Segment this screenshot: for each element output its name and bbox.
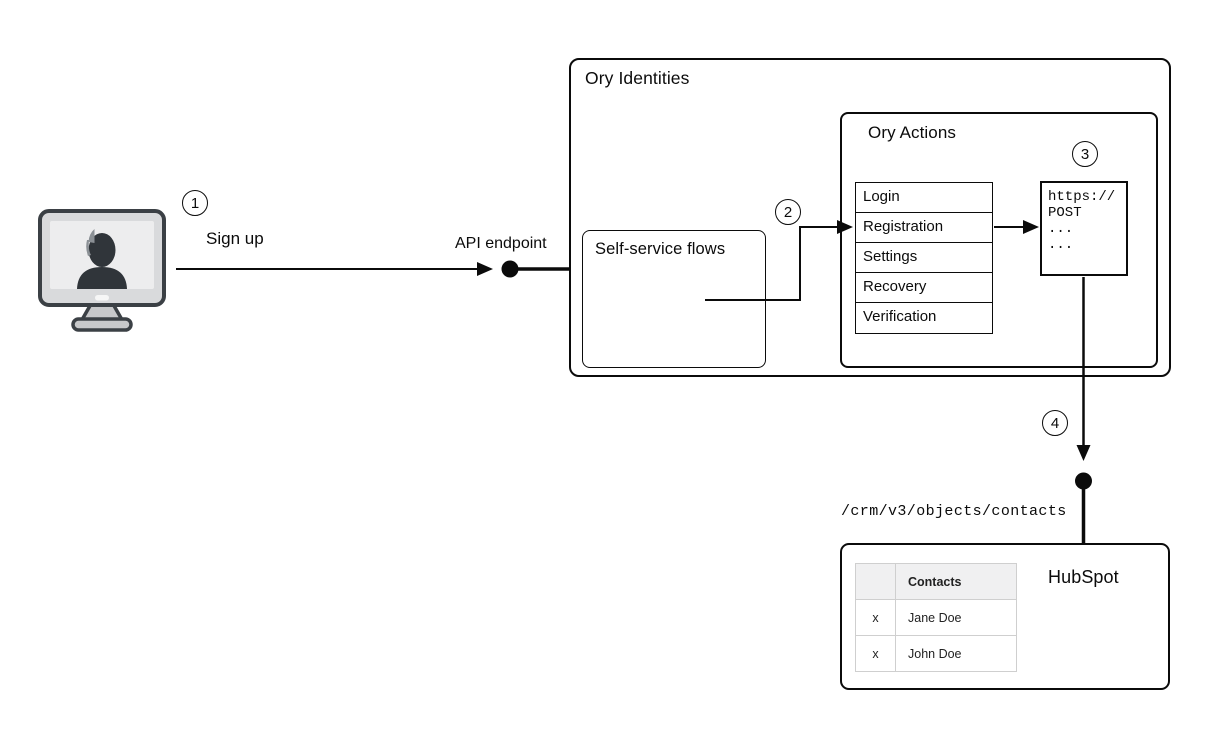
flow-list: Login Registration Settings Recovery Ver… bbox=[855, 182, 993, 334]
step-2-number: 2 bbox=[783, 203, 793, 221]
flow-item-recovery: Recovery bbox=[856, 273, 992, 303]
ory-actions-title: Ory Actions bbox=[868, 123, 957, 142]
contacts-table-header-row: Contacts bbox=[855, 563, 1017, 600]
webhook-code-box: https:// POST ... ... bbox=[1040, 181, 1128, 276]
step-2-badge: 2 bbox=[775, 199, 801, 225]
monitor-stand-base bbox=[71, 317, 133, 332]
step-1-badge: 1 bbox=[182, 190, 208, 216]
contacts-table-corner-cell bbox=[855, 563, 896, 600]
ory-identities-title: Ory Identities bbox=[585, 68, 690, 88]
code-line-method: POST bbox=[1048, 205, 1082, 221]
step-4-badge: 4 bbox=[1042, 410, 1068, 436]
hubspot-title: HubSpot bbox=[1048, 567, 1119, 587]
row-name-cell: John Doe bbox=[895, 635, 1017, 672]
code-line-url: https:// bbox=[1048, 189, 1116, 205]
contacts-table: Contacts x Jane Doe x John Doe bbox=[855, 563, 1017, 672]
row-name-cell: Jane Doe bbox=[895, 599, 1017, 636]
flow-item-settings: Settings bbox=[856, 243, 992, 273]
hubspot-endpoint-dot bbox=[1075, 472, 1092, 544]
monitor-button bbox=[95, 295, 109, 301]
contacts-table-header: Contacts bbox=[895, 563, 1017, 600]
step-1-number: 1 bbox=[190, 194, 200, 212]
hubspot-box bbox=[840, 543, 1170, 690]
self-service-flows-title: Self-service flows bbox=[595, 240, 726, 258]
step-4-number: 4 bbox=[1050, 414, 1060, 432]
api-endpoint-label: API endpoint bbox=[455, 235, 547, 252]
step-3-number: 3 bbox=[1080, 145, 1090, 163]
row-action-cell: x bbox=[855, 599, 896, 636]
crm-path-label: /crm/v3/objects/contacts bbox=[841, 503, 1067, 520]
table-row: x John Doe bbox=[855, 635, 1017, 672]
flow-item-registration: Registration bbox=[856, 213, 992, 243]
table-row: x Jane Doe bbox=[855, 599, 1017, 636]
code-line-ellipsis-2: ... bbox=[1048, 237, 1074, 253]
user-computer-icon bbox=[38, 209, 166, 332]
row-action-cell: x bbox=[855, 635, 896, 672]
flow-item-verification: Verification bbox=[856, 303, 992, 333]
person-silhouette-icon bbox=[77, 229, 127, 289]
step-3-badge: 3 bbox=[1072, 141, 1098, 167]
ory-identities-box bbox=[569, 58, 1171, 377]
sign-up-label: Sign up bbox=[206, 229, 264, 248]
flow-item-login: Login bbox=[856, 183, 992, 213]
arrow-sign-up bbox=[176, 262, 493, 276]
ory-actions-box bbox=[840, 112, 1158, 368]
code-line-ellipsis-1: ... bbox=[1048, 221, 1074, 237]
api-endpoint-dot bbox=[501, 260, 570, 278]
